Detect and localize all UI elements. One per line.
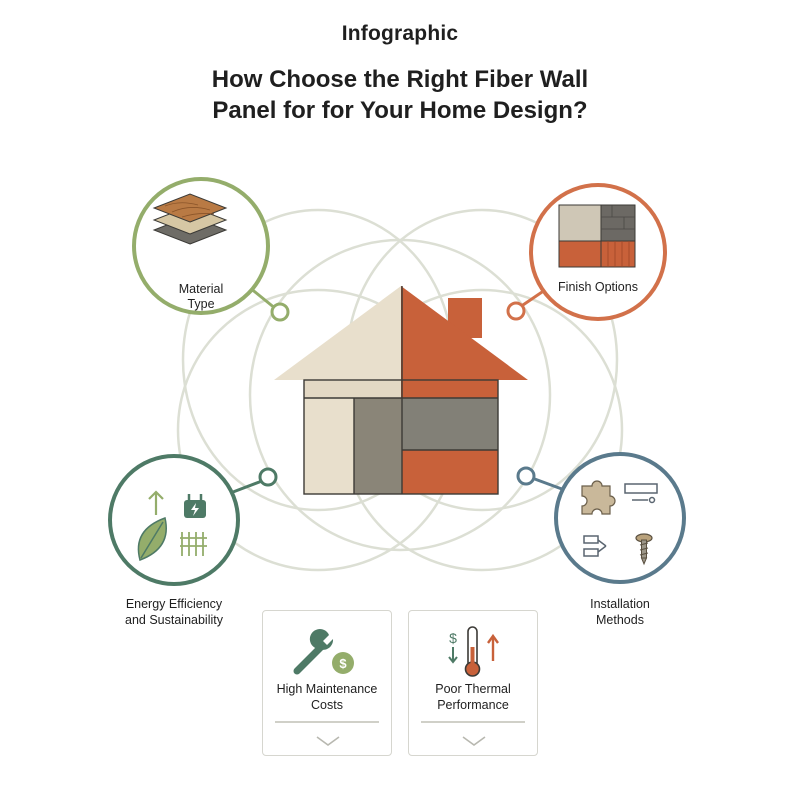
card-high-maintenance[interactable]: $ High Maintenance Costs <box>262 610 392 756</box>
title-line-2: Panel for for Your Home Design? <box>212 97 588 124</box>
card-poor-thermal[interactable]: $ Poor Thermal Performance <box>408 610 538 756</box>
installation-label-line-1: Installation <box>590 597 650 611</box>
installation-label-line-2: Methods <box>596 613 644 627</box>
energy-label-line-2: and Sustainability <box>125 613 224 627</box>
installation-connector-node <box>516 466 536 486</box>
material-type-node: Material Type <box>132 177 270 315</box>
roof-right-terracotta <box>401 286 528 380</box>
panel-terracotta-top <box>401 380 498 398</box>
chevron-down-icon[interactable] <box>459 733 489 749</box>
card-2-divider <box>421 721 525 723</box>
panel-gray-wide <box>402 398 498 450</box>
puzzle-screw-icon <box>581 480 658 566</box>
finish-connector-node <box>506 301 526 321</box>
panel-terracotta-low <box>402 450 498 494</box>
layered-material-icon <box>152 193 228 245</box>
energy-connector-node <box>258 467 278 487</box>
connectors <box>232 281 571 494</box>
page-title: How Choose the Right Fiber Wall Panel fo… <box>140 64 660 126</box>
energy-label-line-1: Energy Efficiency <box>126 597 223 611</box>
clip-icon <box>624 483 658 504</box>
panel-gray <box>354 398 402 494</box>
thermometer-icon: $ <box>448 626 499 677</box>
wrench-dollar-icon: $ <box>293 629 354 675</box>
title-line-1: How Choose the Right Fiber Wall <box>211 66 589 93</box>
grid-icon <box>180 532 207 556</box>
material-label-line-1: Material <box>179 282 223 296</box>
infographic-label: Infographic <box>341 22 459 45</box>
screw-icon <box>635 533 653 566</box>
finish-swatches-icon <box>558 204 636 268</box>
svg-text:$: $ <box>339 656 347 671</box>
card-1-label-line-1: High Maintenance <box>276 682 378 696</box>
material-label-line-2: Type <box>187 297 214 311</box>
plug-icon <box>184 494 206 518</box>
card-2-label-line-1: Poor Thermal <box>435 682 511 696</box>
installation-methods-node <box>554 452 686 584</box>
panel-cream <box>304 398 354 494</box>
house-illustration <box>274 286 528 495</box>
chevron-down-icon[interactable] <box>313 733 343 749</box>
card-1-label-line-2: Costs <box>311 698 343 712</box>
bracket-icon <box>583 535 607 557</box>
finish-options-node: Finish Options <box>529 183 667 321</box>
puzzle-icon <box>581 480 616 515</box>
installation-circle <box>554 452 686 584</box>
leaf-plug-icon <box>137 490 207 561</box>
card-1-divider <box>275 721 379 723</box>
energy-circle <box>108 454 240 586</box>
finish-label: Finish Options <box>558 280 638 294</box>
energy-efficiency-node <box>108 454 240 586</box>
svg-text:$: $ <box>449 630 457 646</box>
card-2-label-line-2: Performance <box>437 698 509 712</box>
material-connector-node <box>270 302 290 322</box>
roof-left-cream <box>274 286 401 380</box>
